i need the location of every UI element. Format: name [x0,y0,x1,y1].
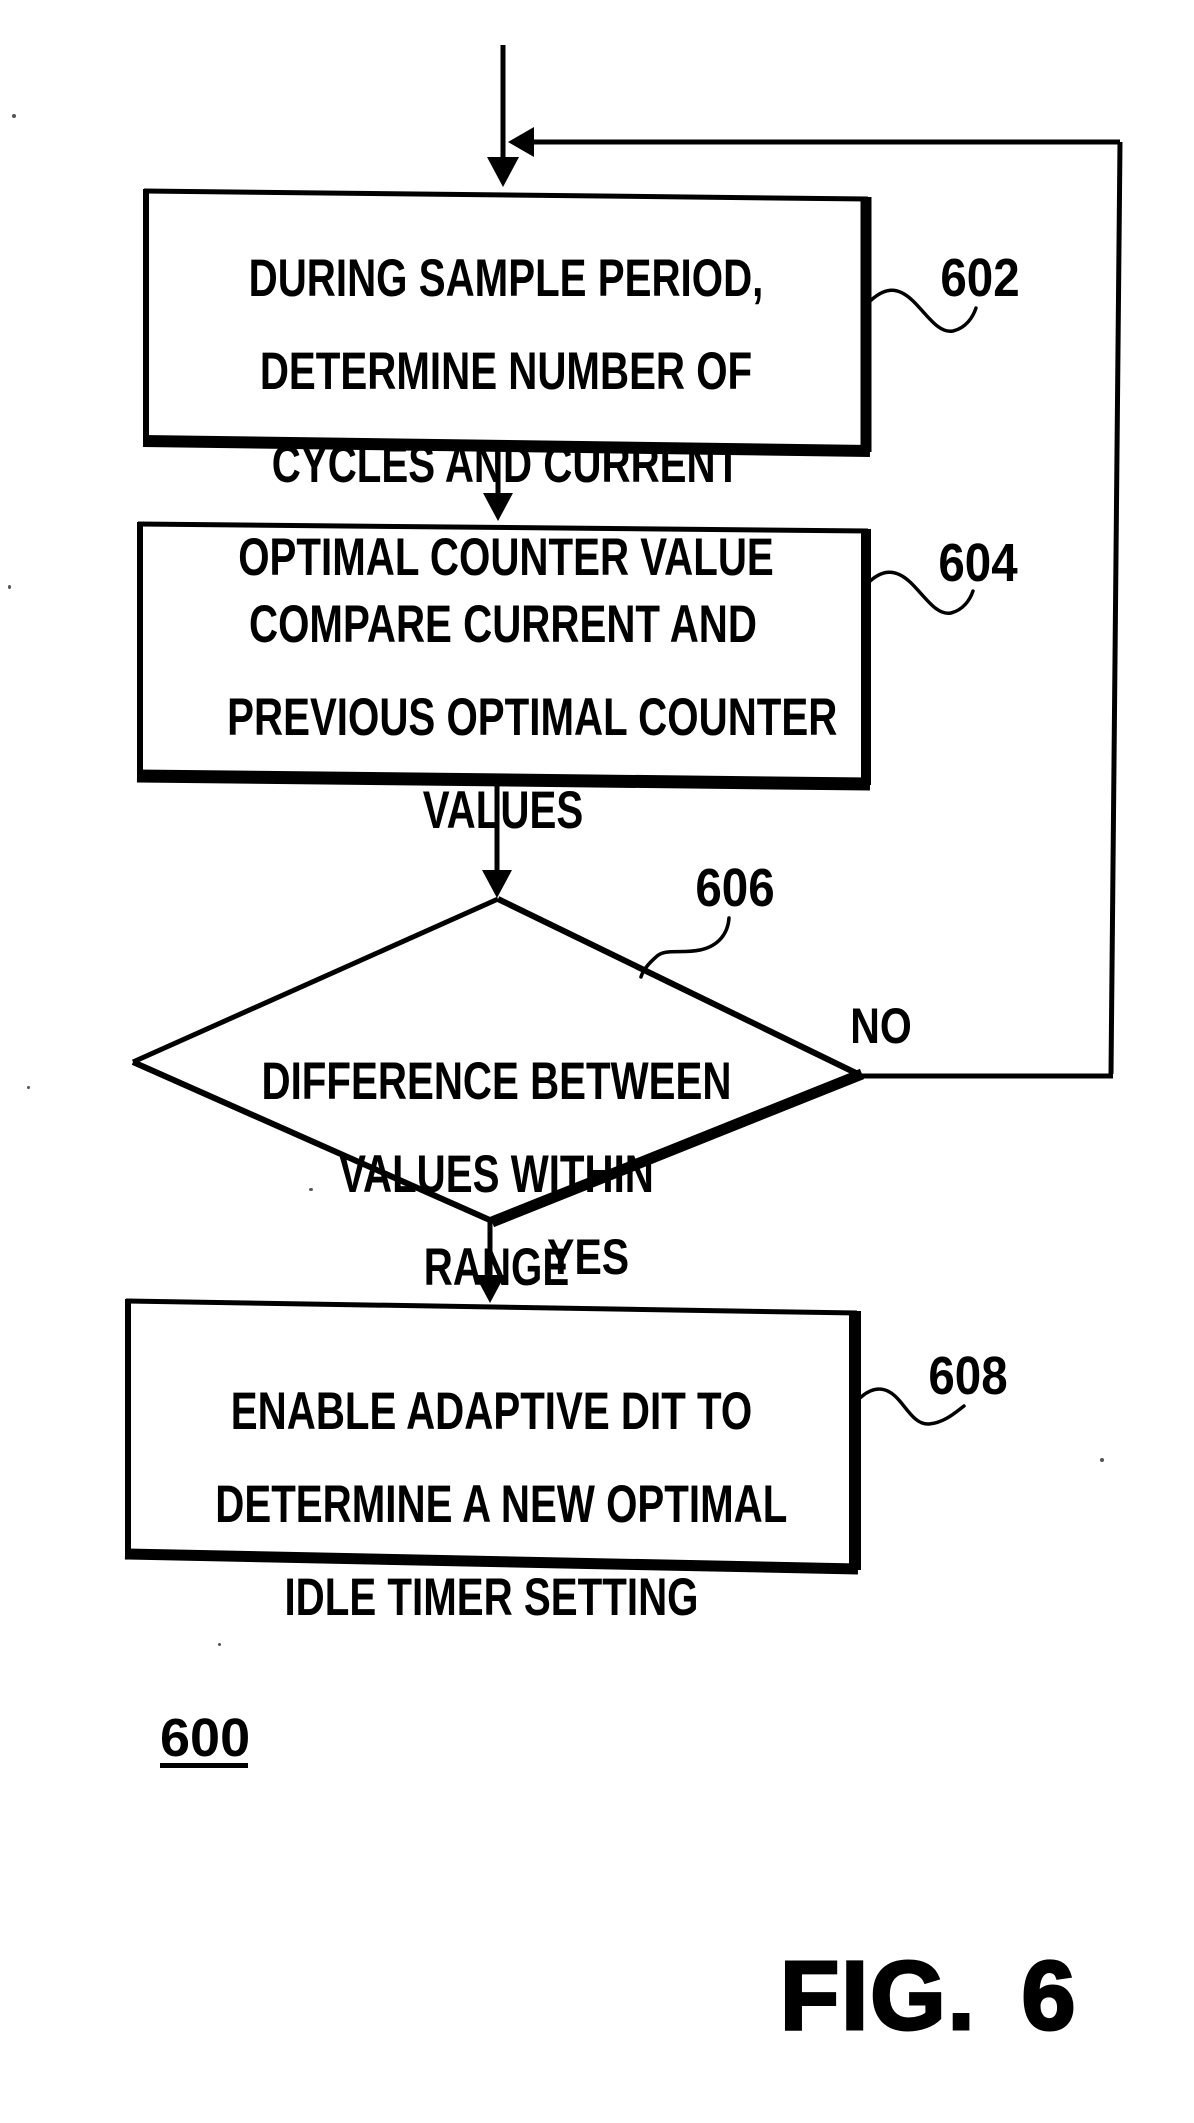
figure-caption: FIG. 6 [779,1941,1078,2050]
process-box-602-text: DURING SAMPLE PERIOD, DETERMINE NUMBER O… [146,214,866,622]
process-box-604 [136,521,871,791]
leader-squiggle-602 [866,288,978,333]
scan-speck [8,585,11,589]
ref-label-604: 604 [938,533,1018,593]
process-box-602 [142,188,872,457]
node-text-line: CYCLES AND CURRENT [271,435,741,494]
node-text-line: DETERMINE A NEW OPTIMAL [215,1475,788,1534]
branch-label-yes: YES [547,1229,630,1285]
node-text-line: IDLE TIMER SETTING [284,1568,699,1627]
process-box-608-text: ENABLE ADAPTIVE DIT TO DETERMINE A NEW O… [128,1347,855,1662]
node-text-line: VALUES WITHIN [339,1145,654,1204]
feedback-right-line [1108,141,1123,1075]
node-text-line: COMPARE CURRENT AND [249,595,757,654]
node-text-line: DIFFERENCE BETWEEN [261,1052,732,1111]
decision-diamond-606 [131,896,865,1228]
scan-speck [27,1086,30,1089]
ref-label-608: 608 [928,1346,1008,1406]
scan-speck [309,1188,313,1191]
arrowhead-into-604 [483,493,513,521]
arrowhead-into-602 [487,157,519,187]
scan-speck [218,1643,221,1646]
arrowhead-into-606 [482,870,512,898]
node-text-line: RANGE [423,1238,570,1297]
node-text-line: DURING SAMPLE PERIOD, [248,249,764,308]
arrowhead-feedback-left [508,127,534,157]
node-text-line: DETERMINE NUMBER OF [259,342,753,401]
leader-squiggle-606 [639,916,731,979]
node-text-line: PREVIOUS OPTIMAL COUNTER [227,688,838,747]
leader-squiggle-604 [864,570,975,615]
node-text-line: ENABLE ADAPTIVE DIT TO [230,1382,753,1441]
node-text-line: OPTIMAL COUNTER VALUE [238,528,774,587]
branch-label-no: NO [850,998,912,1054]
ref-label-606: 606 [695,858,775,918]
arrowhead-into-608 [475,1275,505,1303]
process-box-604-text: COMPARE CURRENT AND PREVIOUS OPTIMAL COU… [140,560,866,875]
diagram-number: 600 [160,1708,251,1768]
scan-speck [1100,1458,1104,1462]
process-box-608 [124,1298,861,1575]
leader-squiggle-608 [858,1387,966,1426]
node-text-line: VALUES [422,781,584,840]
decision-diamond-606-text: DIFFERENCE BETWEEN VALUES WITHIN RANGE [133,1017,860,1332]
scan-speck [12,114,16,118]
ref-label-602: 602 [940,248,1020,308]
